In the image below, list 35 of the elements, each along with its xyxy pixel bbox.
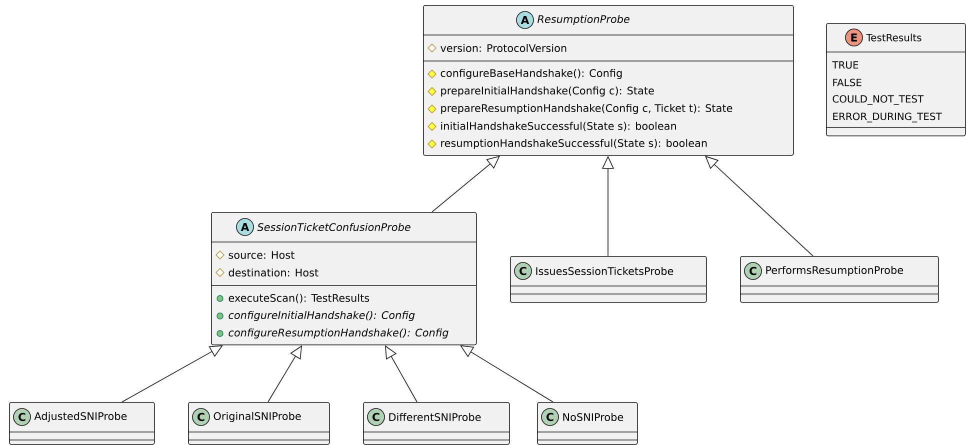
class-name: SessionTicketConfusionProbe — [257, 222, 410, 232]
inheritance-arrow — [460, 345, 554, 402]
class-name: DifferentSNIProbe — [389, 412, 481, 422]
class-name: AdjustedSNIProbe — [34, 412, 127, 422]
enum-value: COULD_NOT_TEST — [832, 95, 924, 105]
method-text: prepareInitialHandshake(Config c): State — [441, 86, 654, 97]
class-name: OriginalSNIProbe — [214, 412, 301, 422]
attribute-text: version: ProtocolVersion — [440, 44, 566, 52]
method-text: configureBaseHandshake(): Config — [440, 68, 622, 80]
class-box — [826, 23, 966, 136]
class-name: TestResults — [866, 34, 922, 42]
method-text: prepareResumptionHandshake(Config c, Ticket t): State — [441, 104, 732, 114]
class-name: PerformsResumptionProbe — [766, 266, 904, 276]
method-text: configureResumptionHandshake(): Config — [228, 328, 448, 339]
class-box — [188, 402, 330, 445]
class-name: NoSNIProbe — [563, 412, 624, 422]
class-name: ResumptionProbe — [537, 14, 630, 26]
inheritance-arrow — [122, 345, 223, 402]
class-name: IssuesSessionTicketsProbe — [536, 266, 674, 276]
class-box — [422, 5, 794, 156]
method-text: initialHandshakeSuccessful(State s): boolean — [441, 122, 676, 132]
class-box — [210, 212, 477, 346]
class-box — [362, 402, 510, 445]
method-text: executeScan(): TestResults — [228, 294, 370, 304]
class-box — [536, 402, 638, 445]
method-text: configureInitialHandshake(): Config — [228, 310, 415, 322]
attribute-text: destination: Host — [228, 268, 318, 277]
enum-value: FALSE — [833, 78, 862, 86]
method-text: resumptionHandshakeSuccessful(State s): boolean — [441, 138, 707, 150]
enum-value: ERROR_DURING_TEST — [833, 112, 942, 122]
class-box — [740, 256, 939, 303]
class-box — [8, 402, 155, 445]
enum-value: TRUE — [832, 61, 858, 69]
attribute-text: source: Host — [228, 251, 294, 259]
class-box — [510, 256, 707, 303]
